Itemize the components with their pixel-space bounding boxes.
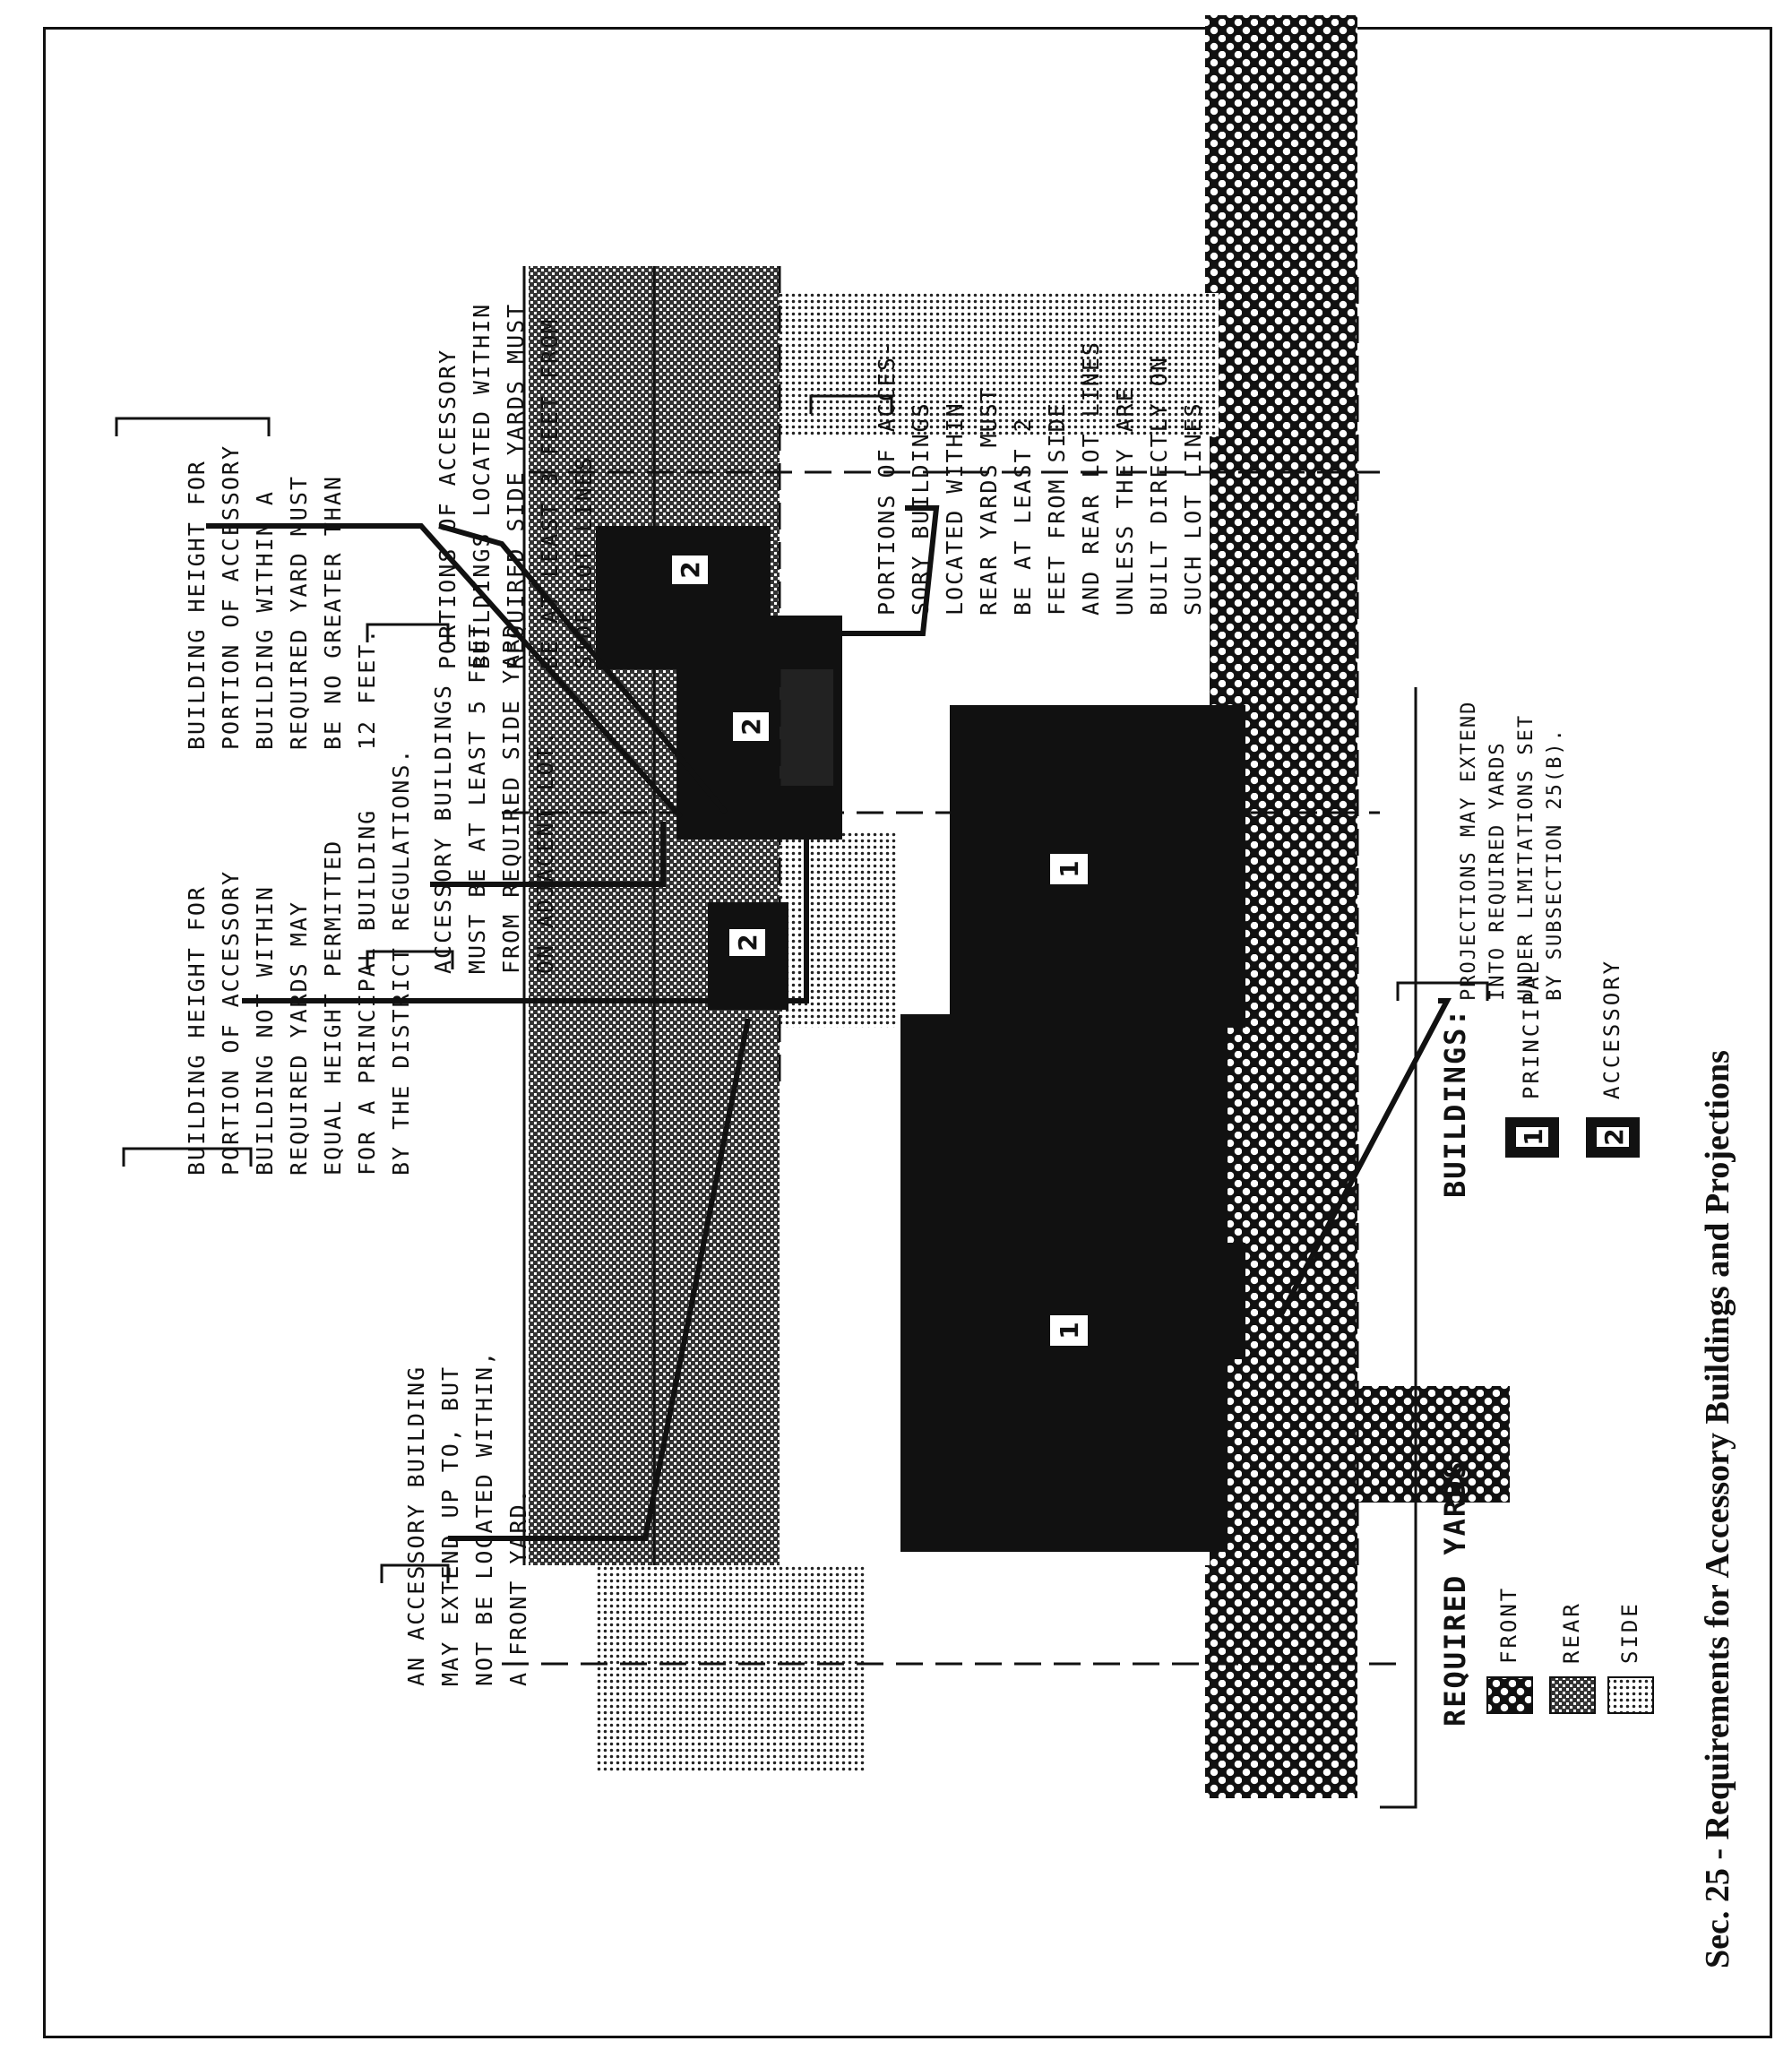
principal-buildings: [900, 705, 1245, 1552]
label-accessory-front: 2: [733, 934, 762, 951]
leader-side-yards: [438, 523, 728, 814]
label-principal-upper: 1: [1055, 860, 1084, 877]
leader-height-outside: [242, 831, 809, 1003]
legend-number-principal: 1: [1519, 1128, 1548, 1145]
leader-front-yard: [448, 1018, 751, 1541]
figure-caption: Sec. 25 - Requirements for Accessory Bui…: [1699, 1050, 1736, 1968]
principal-building-lower-ext: [1219, 1243, 1245, 1359]
legend-label-front: FRONT: [1496, 1585, 1521, 1664]
legend-swatch-rear: [1549, 1676, 1596, 1714]
leader-lines: [206, 505, 1452, 1541]
leader-five-feet: [430, 822, 666, 887]
legend-label-side: SIDE: [1617, 1601, 1642, 1664]
leader-rear-yards: [708, 505, 940, 636]
legend-swatch-front: [1486, 1676, 1533, 1714]
legend-label-accessory: ACCESSORY: [1599, 958, 1624, 1099]
label-accessory-middle: 2: [737, 718, 766, 735]
front-yard-band-2: [1205, 320, 1357, 1798]
legend-swatch-side: [1607, 1676, 1654, 1714]
label-accessory-rear: 2: [676, 561, 705, 578]
principal-building-upper: [950, 705, 1245, 1028]
legend-buildings-title: BUILDINGS:: [1438, 1007, 1472, 1198]
building-number-labels: 1 1 2 2 2: [672, 556, 1088, 1346]
legend-label-rear: REAR: [1559, 1601, 1584, 1664]
page-border: [43, 27, 1772, 2038]
accessory-building-middle-ext: [780, 669, 833, 786]
legend-label-principal: PRINCIPAL: [1519, 958, 1544, 1099]
principal-building-lower: [900, 1014, 1228, 1552]
leader-projections: [1279, 998, 1452, 1316]
front-yards: [1205, 15, 1510, 1798]
side-yard-left-lot-lower: [596, 1520, 672, 1771]
label-principal-lower: 1: [1055, 1322, 1084, 1339]
leader-height-within: [206, 523, 684, 819]
lot-lines: [502, 266, 1398, 1666]
rear-yard-step: [529, 768, 627, 938]
side-yard-top-right: [699, 293, 1219, 436]
note-brackets: [115, 394, 1489, 1809]
legend-number-accessory: 2: [1599, 1128, 1629, 1145]
